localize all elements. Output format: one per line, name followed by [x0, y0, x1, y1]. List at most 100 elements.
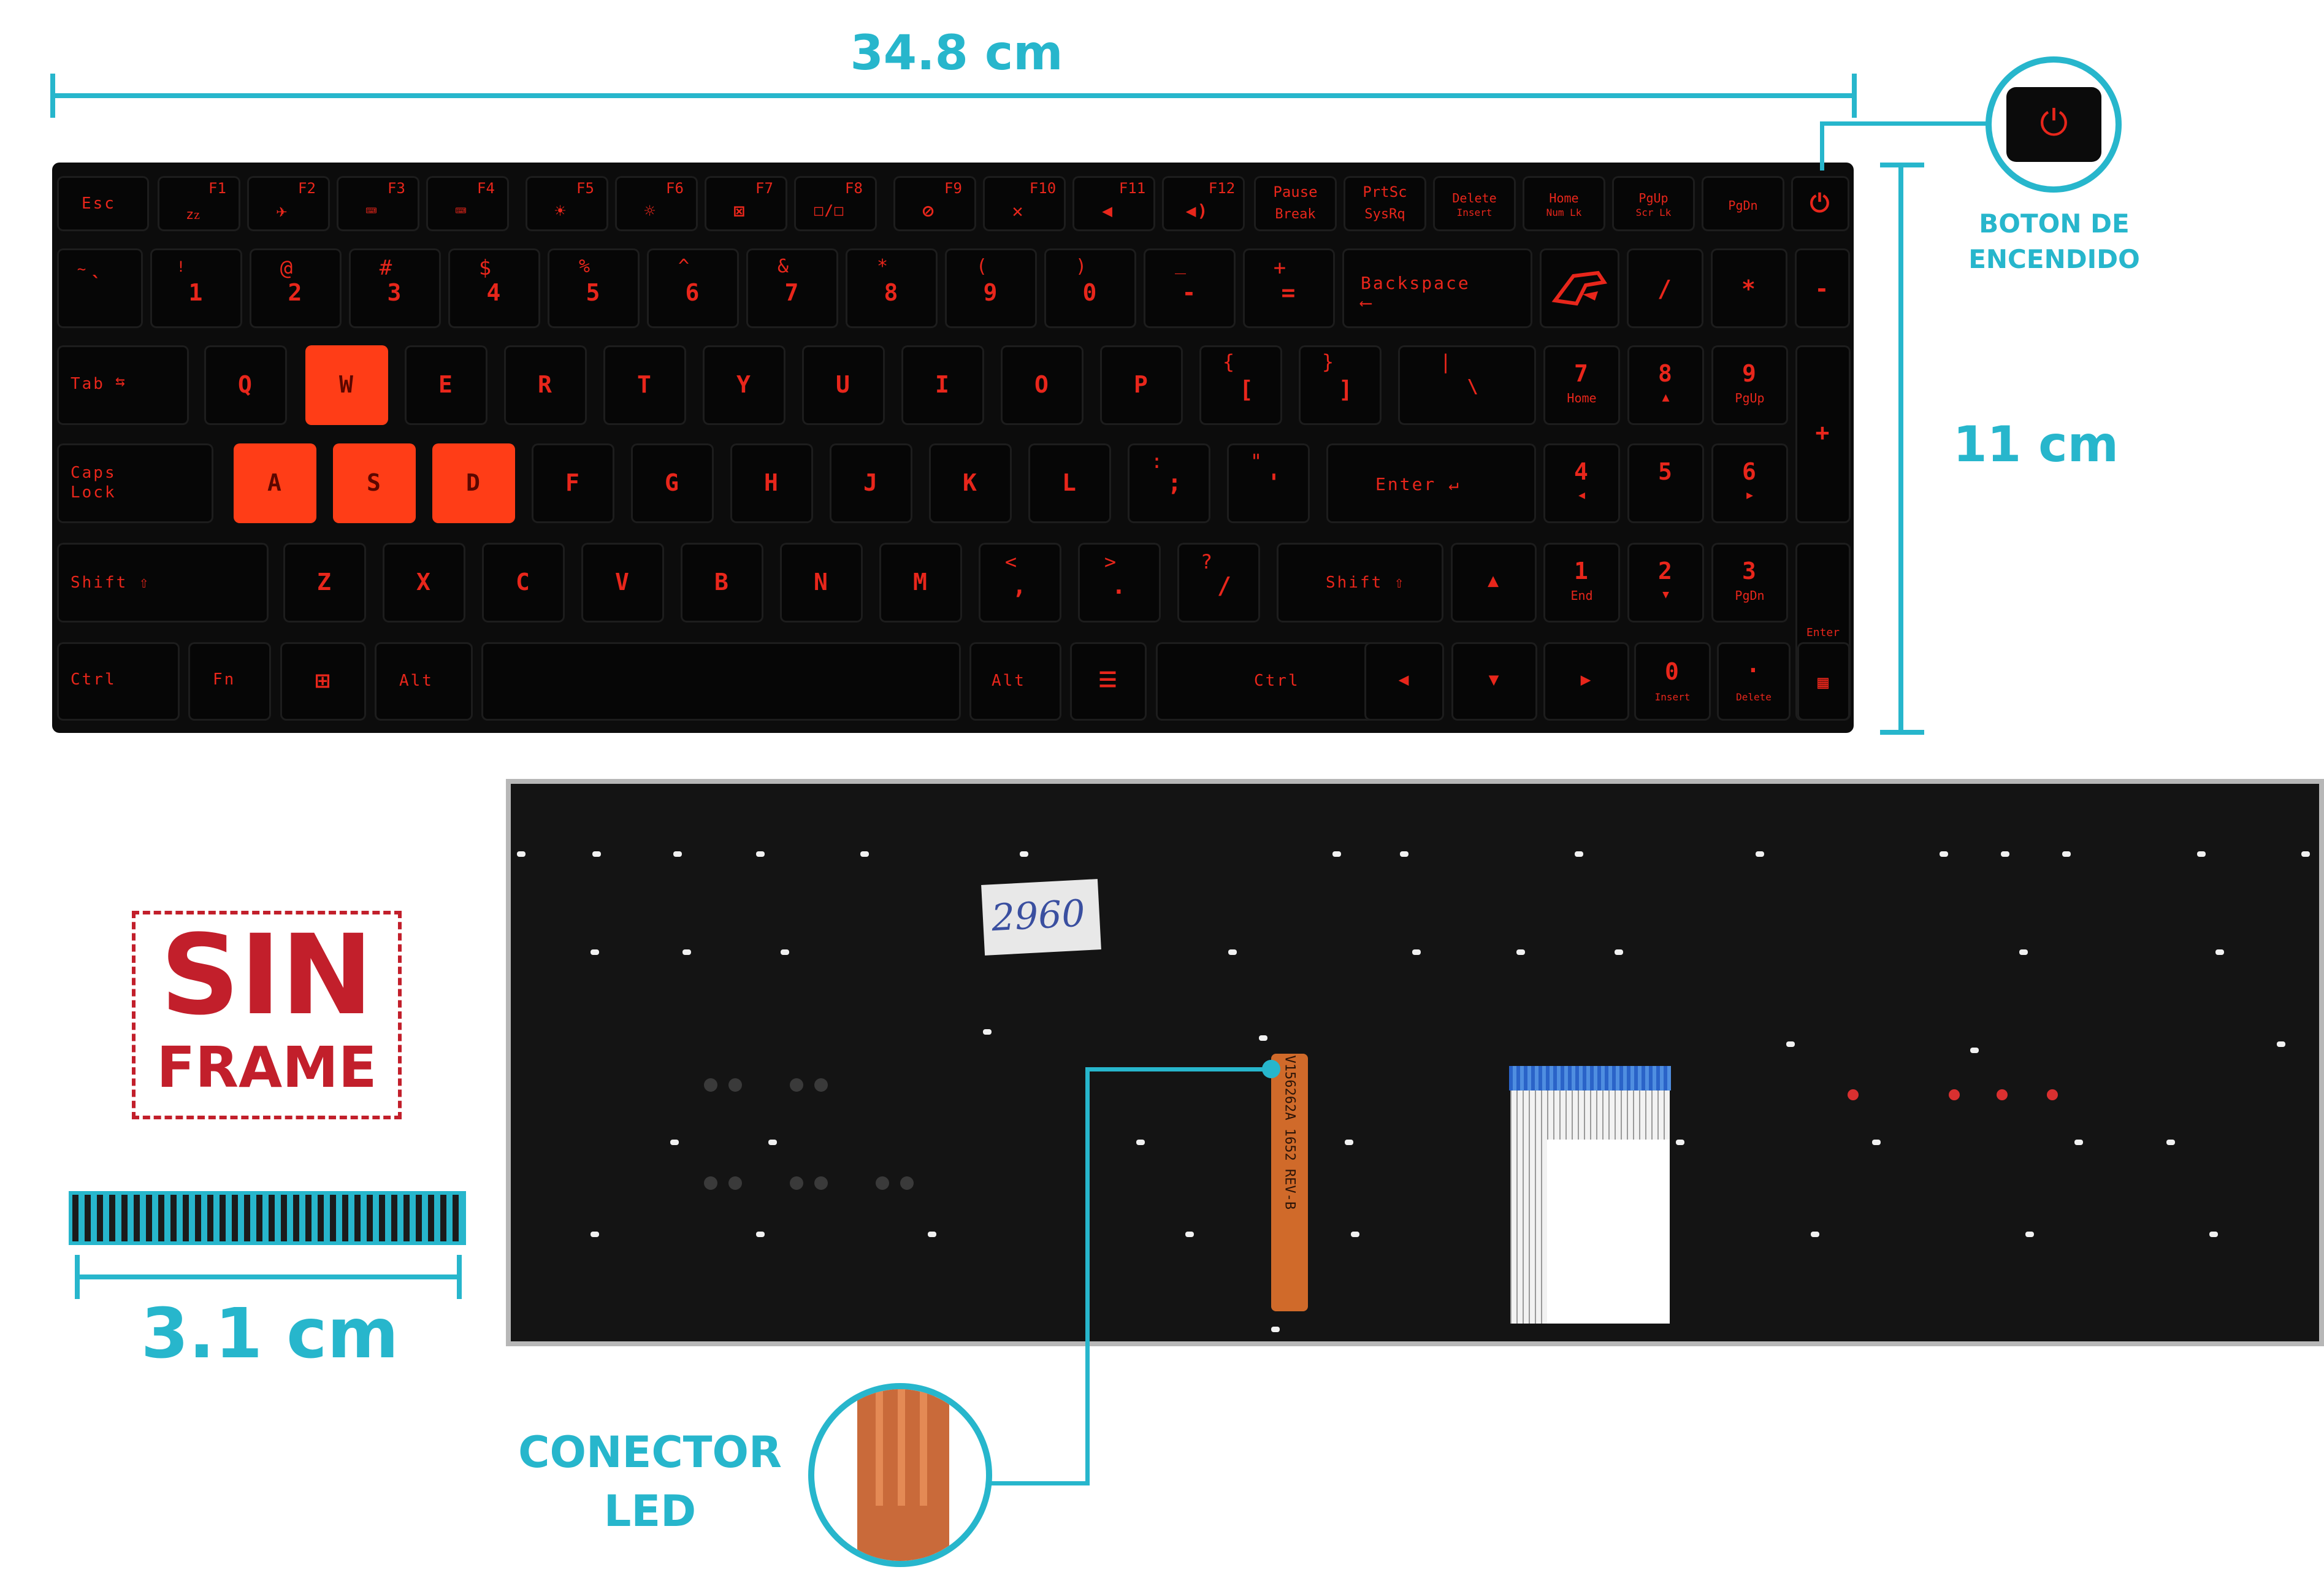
key-home: Home Num Lk — [1523, 176, 1605, 231]
key-num-plus: + — [1795, 345, 1851, 523]
mount-hole — [983, 1029, 992, 1035]
key-h: H — [730, 443, 813, 523]
key-f1: F1 zᴢ — [158, 176, 240, 231]
mount-hole — [860, 851, 869, 857]
key-num-slash: / — [1627, 248, 1703, 328]
key-enter: Enter ↵ — [1326, 443, 1536, 523]
mount-hole — [1259, 1035, 1267, 1041]
key-5: % 5 — [548, 248, 640, 328]
mount-hole — [2277, 1041, 2285, 1047]
key-shift-left: Shift ⇧ — [57, 543, 269, 623]
key-l: L — [1028, 443, 1111, 523]
mount-hole — [517, 851, 526, 857]
key-arrow-right: ▶ — [1543, 642, 1629, 721]
key-alt-right: Alt — [969, 642, 1061, 721]
mount-hole — [781, 949, 789, 955]
connector-dimension-tick-left — [75, 1255, 80, 1299]
connector-dimension-label: 3.1 cm — [140, 1294, 399, 1374]
key-f11: F11 ◀ — [1072, 176, 1155, 231]
key-num-minus: - — [1795, 248, 1850, 328]
rubber-dome-bump — [900, 1176, 914, 1190]
mount-hole — [682, 949, 691, 955]
mount-hole — [756, 1232, 765, 1237]
height-dimension-line — [1898, 164, 1903, 732]
menu-icon: ☰ — [1098, 668, 1118, 692]
height-dimension-tick-top — [1880, 163, 1924, 167]
mount-hole — [591, 1232, 599, 1237]
key-bracket-right: } ] — [1299, 345, 1382, 425]
key-y: Y — [703, 345, 785, 425]
key-comma: < , — [979, 543, 1061, 623]
key-0: ) 0 — [1044, 248, 1136, 328]
power-button-label: BOTON DE ENCENDIDO — [1968, 209, 2140, 274]
key-num-6: 6 ▶ — [1711, 443, 1788, 523]
mount-hole — [1020, 851, 1028, 857]
key-p: P — [1100, 345, 1183, 425]
mount-hole — [1811, 1232, 1819, 1237]
sin-frame-badge: SIN FRAME — [132, 911, 402, 1119]
key-j: J — [830, 443, 912, 523]
rubber-dome-bump — [876, 1176, 889, 1190]
mount-hole — [1872, 1140, 1881, 1145]
height-dimension-label: 11 cm — [1953, 416, 2119, 473]
key-z: Z — [283, 543, 366, 623]
key-alt-left: Alt — [375, 642, 473, 721]
mount-hole — [1136, 1140, 1145, 1145]
mount-hole — [1756, 851, 1764, 857]
key-7: & 7 — [746, 248, 838, 328]
key-o: O — [1001, 345, 1084, 425]
rubber-dome-bump — [790, 1176, 803, 1190]
key-g: G — [631, 443, 714, 523]
calculator-icon: ▦ — [1817, 672, 1830, 693]
mount-hole — [928, 1232, 936, 1237]
key-e: E — [405, 345, 487, 425]
key-esc: Esc — [57, 176, 149, 231]
mount-hole — [1676, 1140, 1684, 1145]
mount-hole — [1185, 1232, 1194, 1237]
key-rog-logo — [1540, 248, 1619, 328]
power-callout-line-v — [1820, 121, 1824, 171]
key-prtsc: PrtSc SysRq — [1344, 176, 1426, 231]
height-dimension-tick-bottom — [1880, 730, 1924, 735]
connector-ribbon-illustration — [69, 1191, 466, 1245]
connector-dimension-tick-right — [457, 1255, 462, 1299]
width-dimension-label: 34.8 cm — [850, 26, 1063, 81]
key-power: ⏻ — [1791, 176, 1849, 231]
key-arrow-up: ▲ — [1451, 543, 1537, 623]
key-f2: F2 ✈ — [247, 176, 330, 231]
key-num-2: 2 ▼ — [1627, 543, 1704, 623]
connector-dimension-line — [77, 1274, 460, 1279]
power-icon-closeup: ⏻ — [2039, 102, 2068, 144]
key-slash: ? / — [1177, 543, 1260, 623]
power-callout-line-h — [1821, 121, 1993, 126]
rubber-dome-bump — [704, 1176, 717, 1190]
mount-hole — [1412, 949, 1421, 955]
key-num-star: * — [1711, 248, 1787, 328]
led-callout-line-h2 — [981, 1481, 1090, 1485]
key-quote: " ' — [1227, 443, 1310, 523]
key-num-7: 7 Home — [1543, 345, 1620, 425]
led-connector-callout-circle — [808, 1383, 992, 1567]
led-connector-label: CONECTOR LED — [518, 1427, 782, 1536]
key-f4: F4 ⌨ — [426, 176, 509, 231]
mount-hole — [1400, 851, 1409, 857]
key-num-4: 4 ◀ — [1543, 443, 1620, 523]
width-dimension-line — [52, 93, 1855, 98]
key-fn: Fn — [188, 642, 271, 721]
key-f10: F10 ✕ — [983, 176, 1066, 231]
key-i: I — [901, 345, 984, 425]
key-m: M — [879, 543, 962, 623]
keyboard-top-view: Esc F1 zᴢ F2 ✈ F3 ⌨ F4 ⌨ F5 ☀ F6 ☼ F7 ⊠ … — [52, 163, 1854, 733]
mount-hole — [1786, 1041, 1795, 1047]
rubber-dome-bump — [728, 1078, 742, 1092]
led-callout-dot — [1262, 1060, 1280, 1078]
mount-hole — [1332, 851, 1341, 857]
key-num-0: 0 Insert — [1634, 642, 1711, 721]
key-shift-right: Shift ⇧ — [1277, 543, 1443, 623]
mount-hole — [591, 949, 599, 955]
key-space — [481, 642, 961, 721]
key-backtick: ~ ` — [57, 248, 143, 328]
key-num-dot: . Delete — [1717, 642, 1791, 721]
key-bracket-left: { [ — [1199, 345, 1282, 425]
key-f7: F7 ⊠ — [705, 176, 787, 231]
